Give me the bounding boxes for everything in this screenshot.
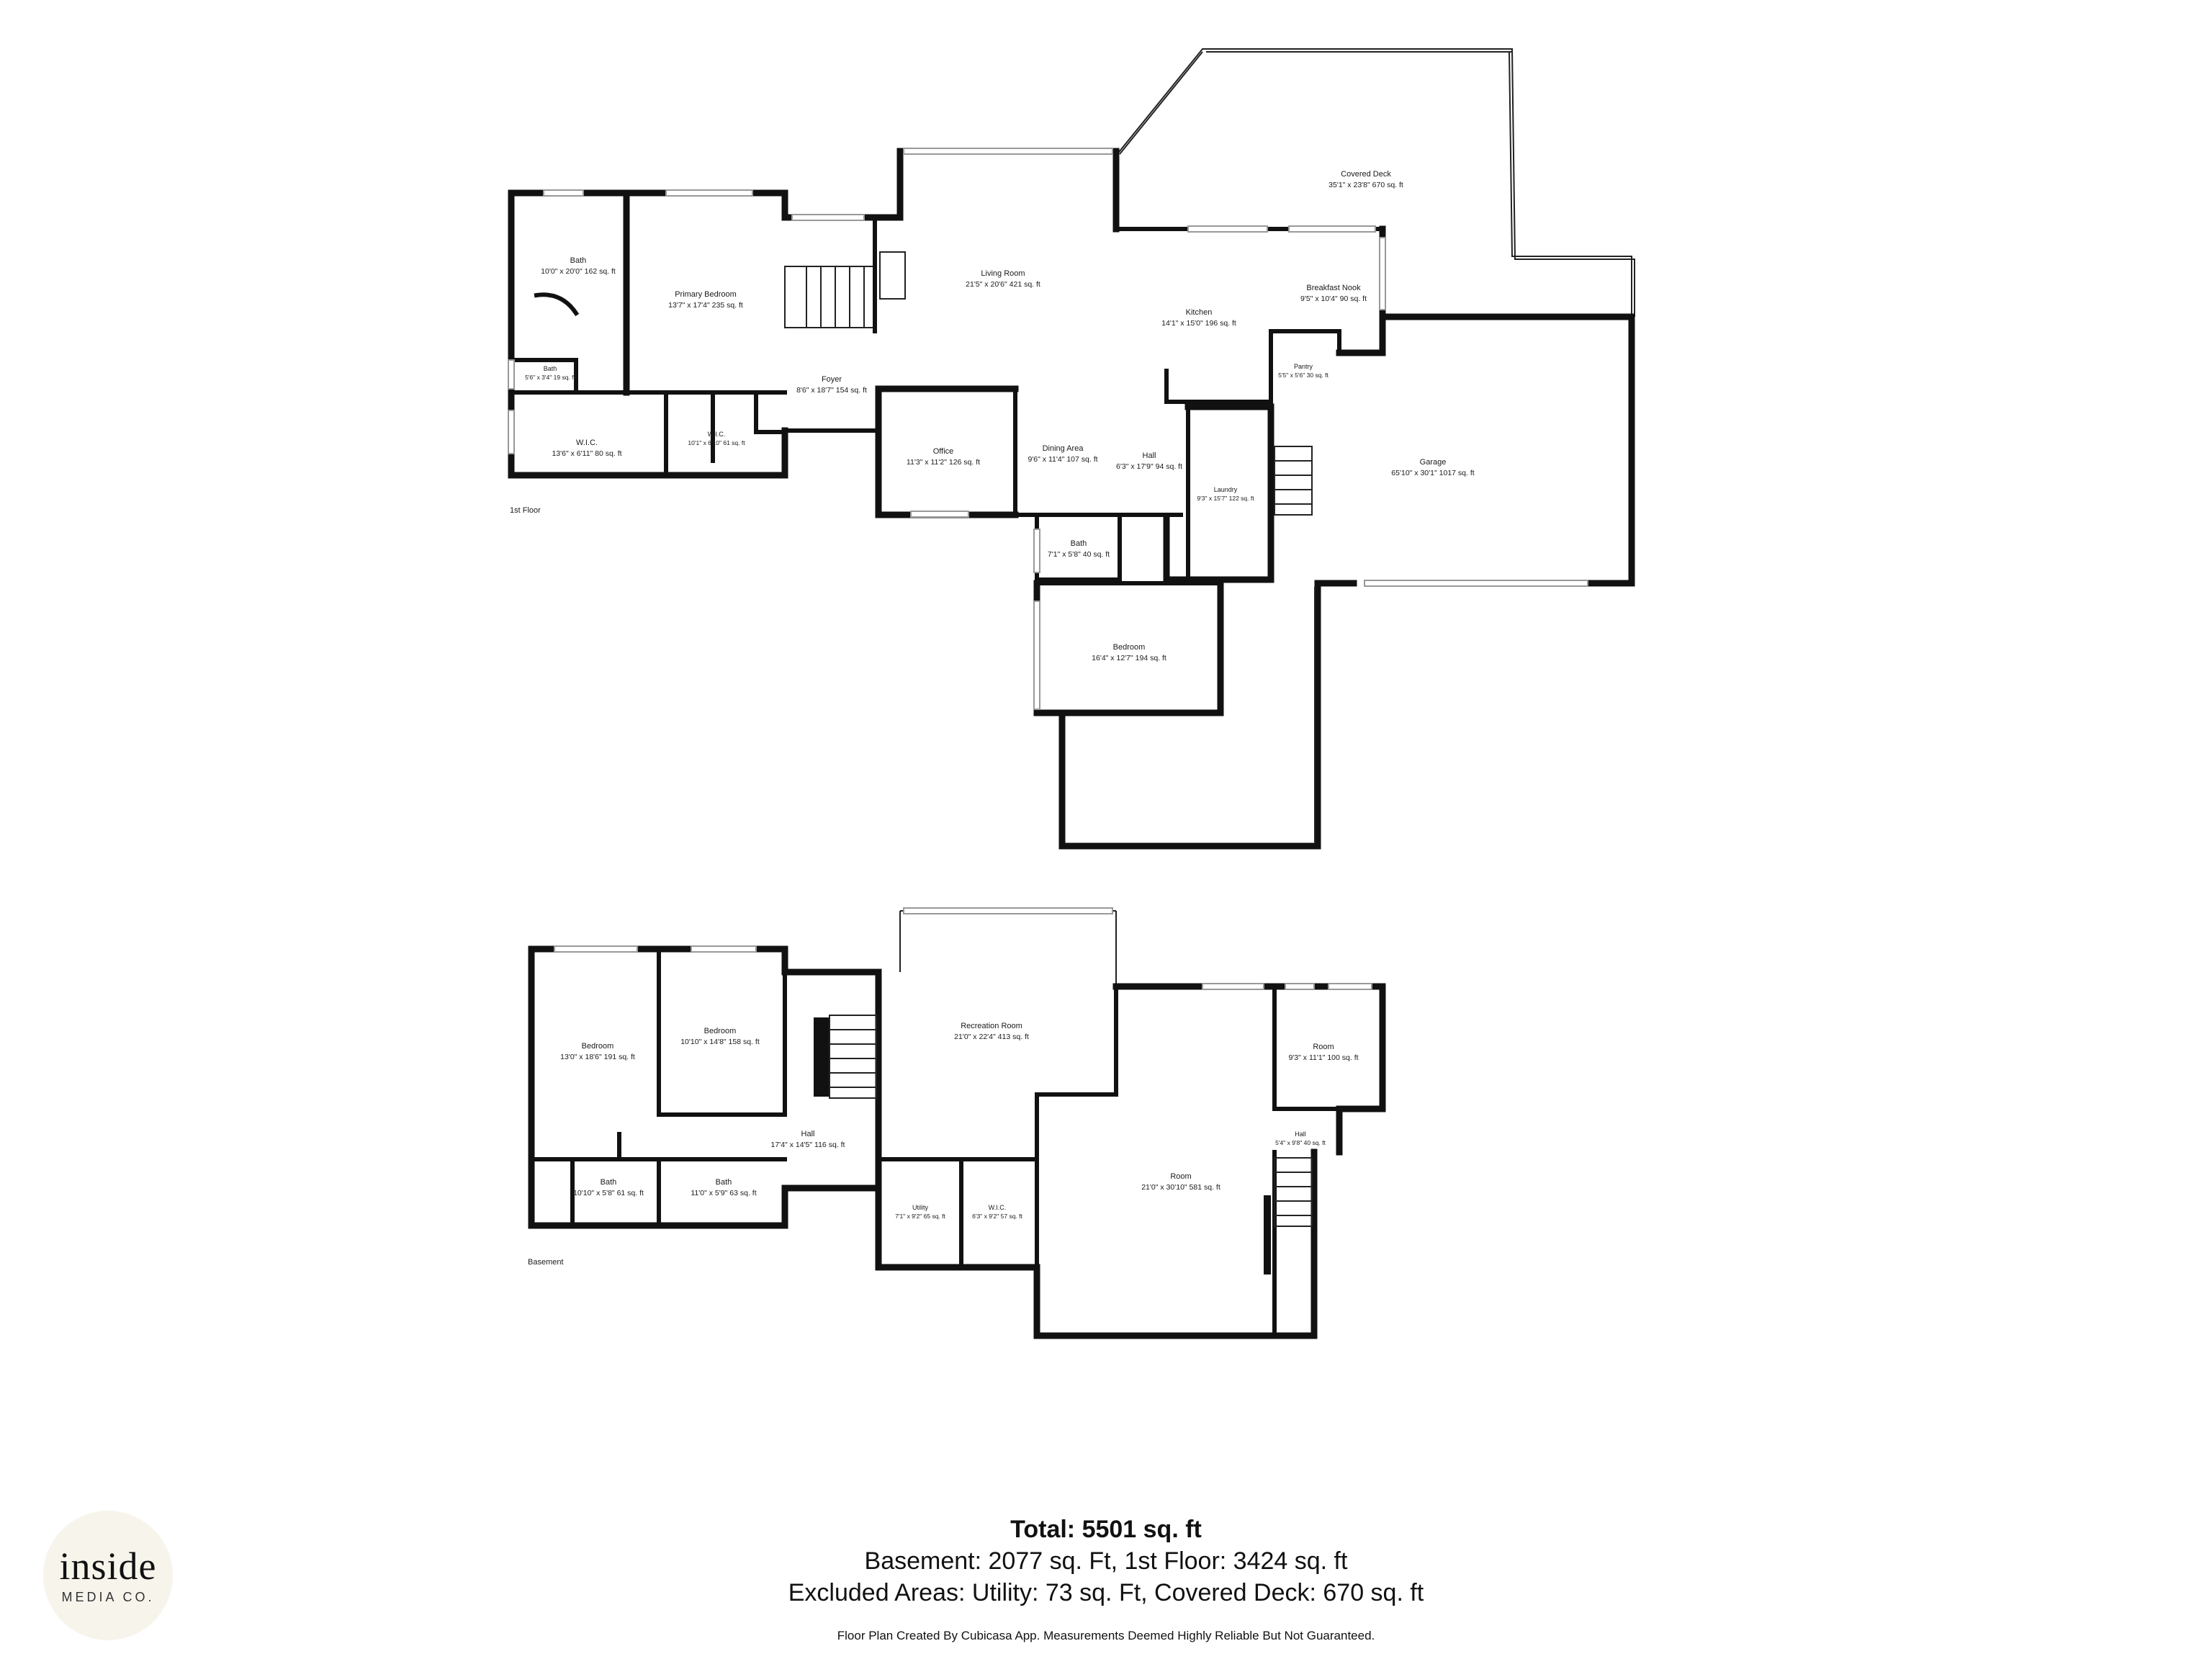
total-area: Total: 5501 sq. ft (1010, 1516, 1202, 1543)
hall-b-dims: 17'4" x 14'5" 116 sq. ft (771, 1141, 845, 1149)
laundry-name: Laundry (1214, 486, 1238, 493)
office-dims: 11'3" x 11'2" 126 sq. ft (907, 458, 980, 467)
kitchen-dims: 14'1" x 15'0" 196 sq. ft (1161, 319, 1236, 328)
covered-deck-name: Covered Deck (1341, 170, 1391, 179)
bath-small-name: Bath (544, 365, 557, 372)
primary-bedroom-name: Primary Bedroom (675, 290, 737, 299)
living-room-name: Living Room (981, 269, 1025, 278)
bedroom-b1-name: Bedroom (582, 1042, 614, 1051)
bedroom-b1-dims: 13'0" x 18'6" 191 sq. ft (560, 1053, 635, 1061)
bath-b2-dims: 11'0" x 5'9" 63 sq. ft (691, 1189, 756, 1197)
kitchen-name: Kitchen (1186, 308, 1213, 317)
pantry-dims: 5'5" x 5'6" 30 sq. ft (1278, 372, 1328, 379)
breakfast-nook-dims: 9'5" x 10'4" 90 sq. ft (1300, 295, 1367, 303)
wic-2-name: W.I.C. (708, 431, 726, 438)
bath-hall-dims: 7'1" x 5'8" 40 sq. ft (1048, 550, 1110, 559)
level-areas: Basement: 2077 sq. Ft, 1st Floor: 3424 s… (864, 1547, 1348, 1575)
pantry-name: Pantry (1294, 363, 1313, 370)
living-room-dims: 21'5" x 20'6" 421 sq. ft (966, 280, 1040, 289)
bath-b2-name: Bath (716, 1178, 732, 1187)
room-small-dims: 9'3" x 11'1" 100 sq. ft (1288, 1053, 1358, 1062)
dining-area-name: Dining Area (1043, 444, 1084, 453)
laundry-dims: 9'3" x 15'7" 122 sq. ft (1197, 495, 1254, 502)
disclaimer: Floor Plan Created By Cubicasa App. Meas… (837, 1629, 1375, 1642)
bath-primary-name: Bath (570, 256, 587, 265)
wic-2-dims: 10'1" x 6'10" 61 sq. ft (688, 439, 745, 446)
foyer-name: Foyer (822, 375, 842, 384)
logo-subtitle: MEDIA CO. (61, 1590, 155, 1604)
hall-b2-name: Hall (1295, 1130, 1306, 1138)
foyer-dims: 8'6" x 18'7" 154 sq. ft (796, 386, 867, 395)
breakfast-nook-name: Breakfast Nook (1306, 284, 1361, 292)
recreation-room-dims: 21'0" x 22'4" 413 sq. ft (954, 1033, 1029, 1041)
hall-1-name: Hall (1143, 451, 1156, 460)
room-large-name: Room (1170, 1172, 1191, 1181)
bath-small-dims: 5'6" x 3'4" 19 sq. ft (525, 374, 575, 381)
area-summary: Total: 5501 sq. ft Basement: 2077 sq. Ft… (0, 1514, 2212, 1609)
bath-b1-name: Bath (601, 1178, 617, 1187)
bath-b1-dims: 10'10" x 5'8" 61 sq. ft (573, 1189, 644, 1197)
floor-label-1st: 1st Floor (510, 506, 541, 515)
hall-b-name: Hall (801, 1130, 815, 1138)
covered-deck-dims: 35'1" x 23'8" 670 sq. ft (1328, 181, 1403, 189)
logo: inside MEDIA CO. (43, 1511, 173, 1640)
wic-b-dims: 6'3" x 9'2" 57 sq. ft (972, 1213, 1022, 1220)
office-name: Office (933, 447, 954, 456)
utility-dims: 7'1" x 9'2" 65 sq. ft (895, 1213, 945, 1220)
hall-1-dims: 6'3" x 17'9" 94 sq. ft (1116, 462, 1182, 471)
bath-hall-name: Bath (1071, 539, 1087, 548)
room-large-dims: 21'0" x 30'10" 581 sq. ft (1141, 1183, 1220, 1192)
excluded-areas: Excluded Areas: Utility: 73 sq. Ft, Cove… (788, 1579, 1424, 1606)
logo-word: inside (59, 1545, 157, 1588)
utility-name: Utility (912, 1204, 928, 1211)
basement-plan (528, 907, 1386, 1339)
floor-label-basement: Basement (528, 1258, 564, 1267)
garage-name: Garage (1420, 458, 1447, 467)
bedroom-1-dims: 16'4" x 12'7" 194 sq. ft (1092, 654, 1166, 662)
primary-bedroom-dims: 13'7" x 17'4" 235 sq. ft (668, 301, 743, 310)
dining-area-dims: 9'6" x 11'4" 107 sq. ft (1028, 455, 1097, 464)
wic-1-dims: 13'6" x 6'11" 80 sq. ft (552, 449, 621, 458)
bath-primary-dims: 10'0" x 20'0" 162 sq. ft (541, 267, 616, 276)
wic-1-name: W.I.C. (576, 439, 598, 447)
bedroom-1-name: Bedroom (1113, 643, 1146, 652)
recreation-room-name: Recreation Room (961, 1022, 1022, 1030)
room-labels: Bath 10'0" x 20'0" 162 sq. ft Primary Bedr… (525, 170, 1475, 1220)
room-small-name: Room (1313, 1043, 1334, 1051)
bedroom-b2-dims: 10'10" x 14'8" 158 sq. ft (680, 1038, 760, 1046)
hall-b2-dims: 5'4" x 9'8" 40 sq. ft (1275, 1139, 1326, 1146)
garage-dims: 65'10" x 30'1" 1017 sq. ft (1391, 469, 1474, 477)
bedroom-b2-name: Bedroom (704, 1027, 737, 1035)
first-floor-plan (508, 48, 1635, 850)
wic-b-name: W.I.C. (989, 1204, 1007, 1211)
